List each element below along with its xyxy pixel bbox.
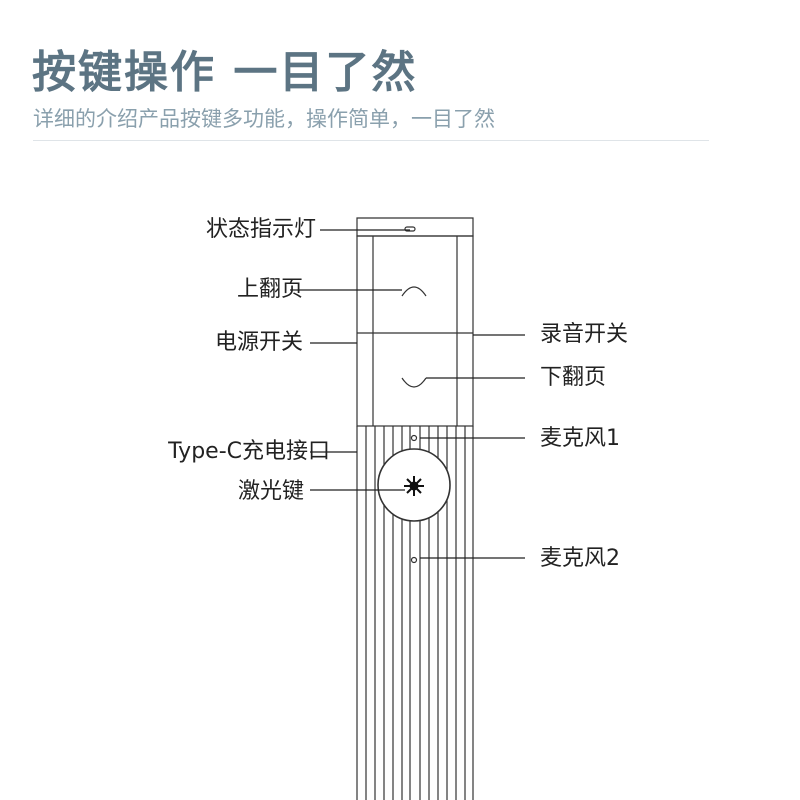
label-mic2: 麦克风2 <box>540 546 620 571</box>
laser-star-icon <box>404 476 424 496</box>
page-title: 按键操作 一目了然 <box>32 47 418 98</box>
header-divider <box>33 140 709 141</box>
label-power-switch: 电源开关 <box>214 330 303 355</box>
device-button-panel <box>356 235 474 427</box>
label-type-c-port: Type-C充电接口 <box>168 439 330 464</box>
page-subtitle: 详细的介绍产品按键多功能，操作简单，一目了然 <box>33 107 495 131</box>
label-page-down: 下翻页 <box>540 365 607 390</box>
label-laser-key: 激光键 <box>237 479 304 504</box>
leader-lines <box>290 229 525 559</box>
status-led <box>404 226 416 232</box>
label-page-up: 上翻页 <box>236 277 303 302</box>
label-mic1: 麦克风1 <box>540 426 620 451</box>
device-top-cap <box>356 217 474 237</box>
mic1-hole <box>410 434 418 442</box>
label-status-led: 状态指示灯 <box>205 217 316 242</box>
mic2-hole <box>410 556 418 564</box>
label-record-switch: 录音开关 <box>540 322 629 347</box>
page-up-icon <box>401 286 427 297</box>
page-down-icon <box>401 377 427 388</box>
